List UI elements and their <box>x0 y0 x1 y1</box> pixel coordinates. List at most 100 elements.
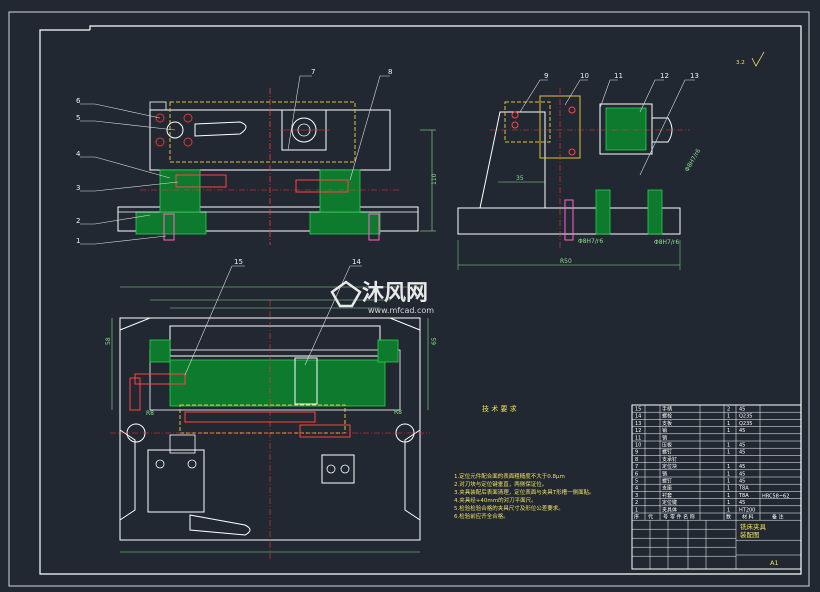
callout-9: 9 <box>544 72 548 80</box>
callout-2: 2 <box>76 217 80 225</box>
part-qty: 1 <box>727 493 730 499</box>
side-dim-35: 35 <box>516 175 524 182</box>
part-number: 2 <box>635 500 638 506</box>
part-number: 15 <box>635 407 641 413</box>
inner-frame <box>39 25 802 575</box>
part-number: 3 <box>635 493 638 499</box>
callout-5: 5 <box>76 114 80 122</box>
sheet-size: A1 <box>770 559 779 567</box>
top-view-leaders <box>184 265 362 376</box>
part-number: 8 <box>635 457 638 463</box>
fit-label-1: Φ8H7/r6 <box>578 238 603 245</box>
part-number: 13 <box>635 421 641 427</box>
part-name: 定位键 <box>662 499 677 506</box>
part-material: HT200 <box>739 507 755 513</box>
parts-header-cell: 序 <box>634 514 639 521</box>
parts-header-cell: 数 <box>726 514 731 521</box>
side-view-leaders <box>519 79 695 176</box>
part-qty: 1 <box>727 443 730 449</box>
callout-13: 13 <box>690 72 699 80</box>
callout-15: 15 <box>234 258 243 266</box>
part-material: 45 <box>739 500 745 506</box>
part-material: 45 <box>739 450 745 456</box>
part-name: 螺钉 <box>662 449 672 456</box>
drawing-title-line-2: 装配图 <box>740 530 760 539</box>
part-material: Q235 <box>739 421 752 427</box>
part-material: 45 <box>739 479 745 485</box>
top-right-vertical-dim: 65 <box>431 337 438 345</box>
part-name: 压板 <box>662 442 672 449</box>
fit-label-2: Φ8H7/r6 <box>654 239 679 246</box>
part-qty: 1 <box>727 500 730 506</box>
part-material: T8A <box>738 493 749 499</box>
part-name: 支承钉 <box>662 456 677 463</box>
part-name: 支板 <box>662 420 672 427</box>
part-number: 1 <box>635 507 638 513</box>
part-qty: 1 <box>727 479 730 485</box>
part-name: 销 <box>662 434 667 441</box>
tech-req-item-1: 1.定位元件配合面的表面粗糙度不大于0.8μm <box>454 472 565 480</box>
callout-8: 8 <box>388 68 392 76</box>
parts-header-cell: 备 注 <box>772 514 784 521</box>
tech-req-item-5: 5.检验检验合格的夹具尺寸及形位公差要求。 <box>454 504 564 512</box>
part-name: 手柄 <box>662 406 672 413</box>
front-view <box>117 88 436 245</box>
part-name: 夹具体 <box>662 506 677 513</box>
callout-7: 7 <box>311 68 315 76</box>
part-name: 定位块 <box>662 463 677 470</box>
part-material: 45 <box>739 471 745 477</box>
part-material: T8A <box>738 486 749 492</box>
part-qty: 1 <box>727 507 730 513</box>
parts-header-cell: 代 <box>648 514 653 521</box>
part-material: Q235 <box>739 414 752 420</box>
part-qty: 1 <box>727 464 730 470</box>
part-name: 销 <box>662 427 667 434</box>
part-qty: 2 <box>727 407 730 413</box>
fit-label-3: Φ8H7/r6 <box>684 148 703 173</box>
callout-10: 10 <box>580 72 589 80</box>
callout-3: 3 <box>76 184 80 192</box>
part-number: 7 <box>635 464 638 470</box>
tech-req-title: 技 术 要 求 <box>482 404 517 413</box>
part-material: 45 <box>739 407 745 413</box>
part-name: 衬套 <box>662 492 672 499</box>
part-qty: 1 <box>727 428 730 434</box>
part-qty: 1 <box>727 486 730 492</box>
parts-header-cell: 材 料 <box>742 514 754 521</box>
part-number: 12 <box>635 428 641 434</box>
radius-dim-left: R8 <box>146 410 154 417</box>
callout-4: 4 <box>76 150 81 158</box>
callout-14: 14 <box>352 258 361 266</box>
outer-frame <box>8 11 810 587</box>
watermark-brand: 沐风网 <box>362 281 428 306</box>
callout-11: 11 <box>614 72 623 80</box>
parts-header-cell: 零 件 名 称 <box>670 514 695 521</box>
part-number: 5 <box>635 479 638 485</box>
part-number: 10 <box>635 443 641 449</box>
part-qty: 1 <box>727 471 730 477</box>
tech-req-item-3: 3.夹具装配后表面清理，定位表面与夹具T形槽一侧面贴。 <box>454 488 595 496</box>
part-number: 9 <box>635 450 638 456</box>
tech-req-item-2: 2.对刀块与定位键垂直，两侧保证位。 <box>454 480 547 488</box>
part-number: 14 <box>635 414 641 420</box>
tech-req-item-4: 4.夹具经+40mm的对刀平面尺。 <box>454 496 537 504</box>
callout-12: 12 <box>660 72 669 80</box>
part-qty: 1 <box>727 414 730 420</box>
parts-header-cell: 号 <box>663 515 668 521</box>
part-material: 45 <box>739 428 745 434</box>
part-name: 螺钉 <box>662 478 672 485</box>
front-view-leaders <box>80 75 390 245</box>
hardness-note: HRC58~62 <box>762 494 789 500</box>
side-view <box>457 88 690 270</box>
watermark-url: www.mfcad.com <box>368 306 434 315</box>
top-left-vertical-dim: 58 <box>105 337 112 345</box>
part-number: 6 <box>635 471 638 477</box>
callout-1: 1 <box>76 237 80 245</box>
part-name: 支座 <box>662 485 672 492</box>
part-name: 螺栓 <box>662 413 672 420</box>
roughness-value: 3.2 <box>736 60 745 66</box>
part-name: 销 <box>662 470 667 477</box>
part-number: 11 <box>635 435 641 441</box>
